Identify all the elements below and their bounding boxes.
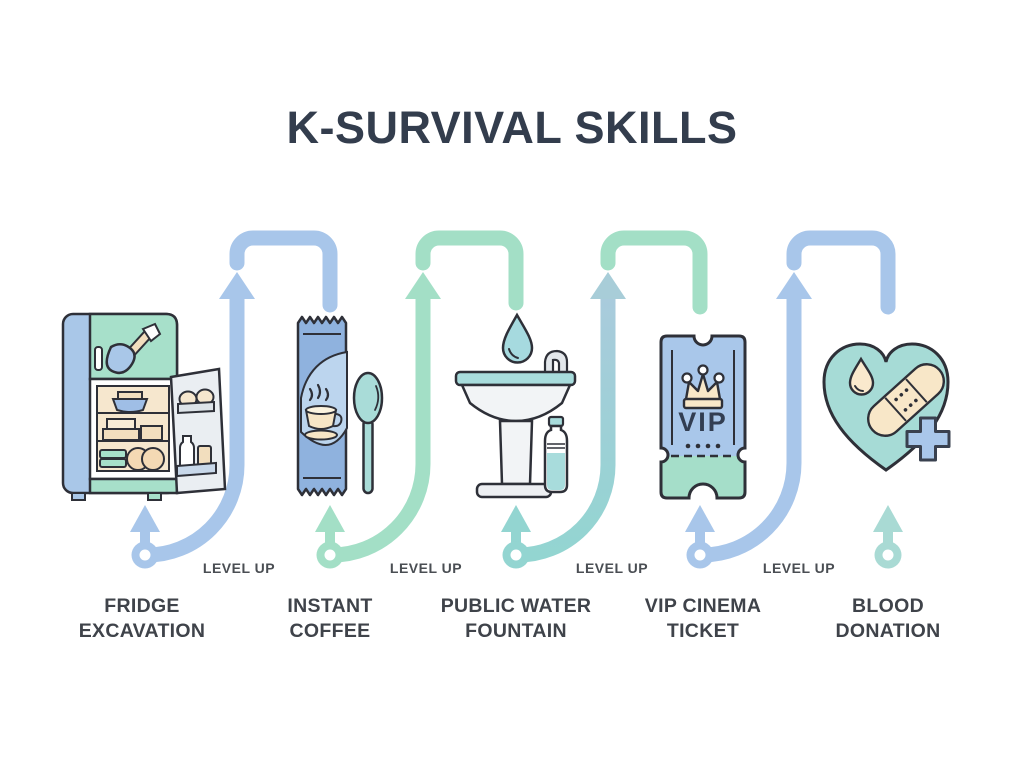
coffee-cup-icon	[304, 383, 343, 441]
connector-1	[130, 230, 338, 569]
connector-4-arch	[786, 230, 896, 315]
final-level-marker	[873, 505, 903, 569]
level-up-label-2: LEVEL UP	[389, 560, 463, 576]
caption-line: COFFEE	[289, 619, 371, 642]
page-title: K-SURVIVAL SKILLS	[286, 102, 738, 153]
water-bottle-icon	[543, 415, 569, 494]
caption-line: PUBLIC WATER	[440, 595, 592, 617]
caption-line: FRIDGE	[104, 595, 180, 617]
level-up-label-1: LEVEL UP	[202, 560, 276, 576]
connector-2-arch	[415, 230, 524, 311]
connector-3	[501, 230, 708, 569]
caption-instant-coffee: INSTANT COFFEE	[287, 594, 372, 643]
connector-4-start-arrow-icon	[685, 505, 715, 532]
connector-2-up-arrowhead-icon	[405, 272, 441, 299]
fountain-spout	[543, 349, 569, 375]
caption-line: TICKET	[666, 619, 740, 642]
connector-2-start-arrow-icon	[315, 505, 345, 532]
level-up-label-3: LEVEL UP	[575, 560, 649, 576]
vip-ticket-text: VIP	[678, 407, 728, 437]
connector-1-pipe	[139, 291, 245, 563]
connector-1-arch	[229, 230, 338, 313]
bandage-icon	[866, 363, 946, 437]
caption-blood-donation: BLOOD DONATION	[836, 594, 941, 643]
final-ring-icon	[882, 549, 894, 561]
connector-4-up-arrowhead-icon	[776, 272, 812, 299]
connector-1-start-arrow-icon	[130, 505, 160, 532]
caption-vip-cinema-ticket: VIP CINEMA TICKET	[645, 594, 761, 643]
caption-line: BLOOD	[852, 595, 924, 617]
spoon-icon	[352, 371, 384, 495]
caption-line: DONATION	[835, 619, 941, 642]
fridge-open-door	[169, 367, 227, 495]
final-up-arrow-icon	[873, 505, 903, 532]
connector-3-ring-icon	[510, 549, 522, 561]
water-drop-icon	[501, 312, 534, 364]
connector-3-pipe	[510, 291, 616, 563]
connector-4	[685, 230, 896, 569]
connector-2-ring-icon	[324, 549, 336, 561]
caption-line: VIP CINEMA	[644, 595, 762, 617]
shovel-icon	[105, 322, 162, 375]
caption-line: INSTANT	[287, 595, 373, 617]
medical-cross-icon	[905, 416, 951, 462]
heart-bandage-icon	[822, 342, 951, 472]
connector-3-up-arrowhead-icon	[590, 272, 626, 299]
connector-3-start-arrow-icon	[501, 505, 531, 532]
connector-4-pipe	[694, 291, 802, 563]
coffee-stick-and-spoon-icon	[296, 315, 384, 497]
caption-line: FOUNTAIN	[465, 619, 567, 642]
connector-2-pipe	[324, 291, 431, 563]
fridge-icon	[61, 312, 227, 501]
connector-2	[315, 230, 524, 569]
connector-1-ring-icon	[139, 549, 151, 561]
water-fountain-icon	[454, 312, 577, 499]
connector-4-ring-icon	[694, 549, 706, 561]
level-up-label-4: LEVEL UP	[762, 560, 836, 576]
connector-3-arch	[600, 230, 708, 315]
connector-1-up-arrowhead-icon	[219, 272, 255, 299]
crown-icon	[681, 364, 725, 410]
caption-line: EXCAVATION	[78, 619, 206, 642]
caption-public-water-fountain: PUBLIC WATER FOUNTAIN	[441, 594, 592, 643]
caption-fridge-excavation: FRIDGE EXCAVATION	[79, 594, 206, 643]
